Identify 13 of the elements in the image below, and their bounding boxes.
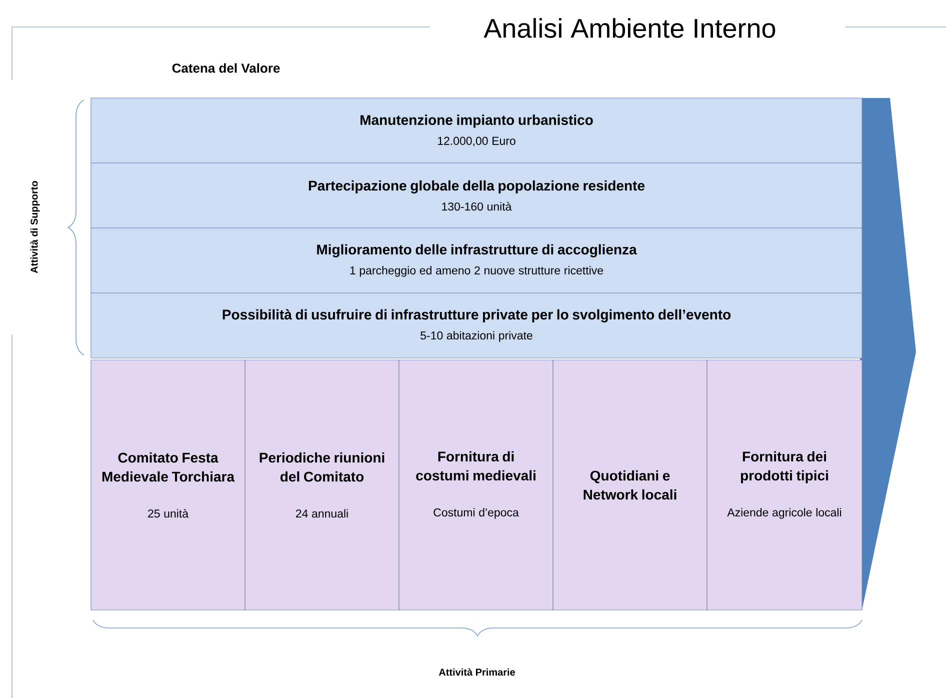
support-band: Manutenzione impianto urbanistico 12.000,00 Euro (90, 98, 862, 164)
section-heading: Catena del Valore (172, 63, 280, 73)
title: Analisi Ambiente Interno (484, 18, 776, 38)
activity-column: Quotidiani e Network locali (552, 360, 708, 610)
support-band: Partecipazione globale della popolazione residente 130-160 unità (90, 162, 862, 228)
activity-column: Comitato Festa Medievale Torchiara 25 unità (90, 360, 246, 610)
support-band: Miglioramento delle infrastrutture di accoglienza 1 parcheggio ed ameno 2 nuove strutture ricettive (90, 228, 862, 294)
support-band: Possibilità di usufruire di infrastrutture private per lo svolgimento dell’evento 5-10 abitazioni private (90, 292, 862, 358)
bottom-label: Attività Primarie (438, 668, 515, 676)
activity-column: Periodiche riunioni del Comitato 24 annuali (244, 360, 400, 610)
side-label: Attività di Supporto (30, 181, 40, 274)
activity-column: Fornitura dei prodotti tipici Aziende agricole locali (706, 360, 862, 610)
activity-column: Fornitura di costumi medievali Costumi d’epoca (398, 360, 554, 610)
